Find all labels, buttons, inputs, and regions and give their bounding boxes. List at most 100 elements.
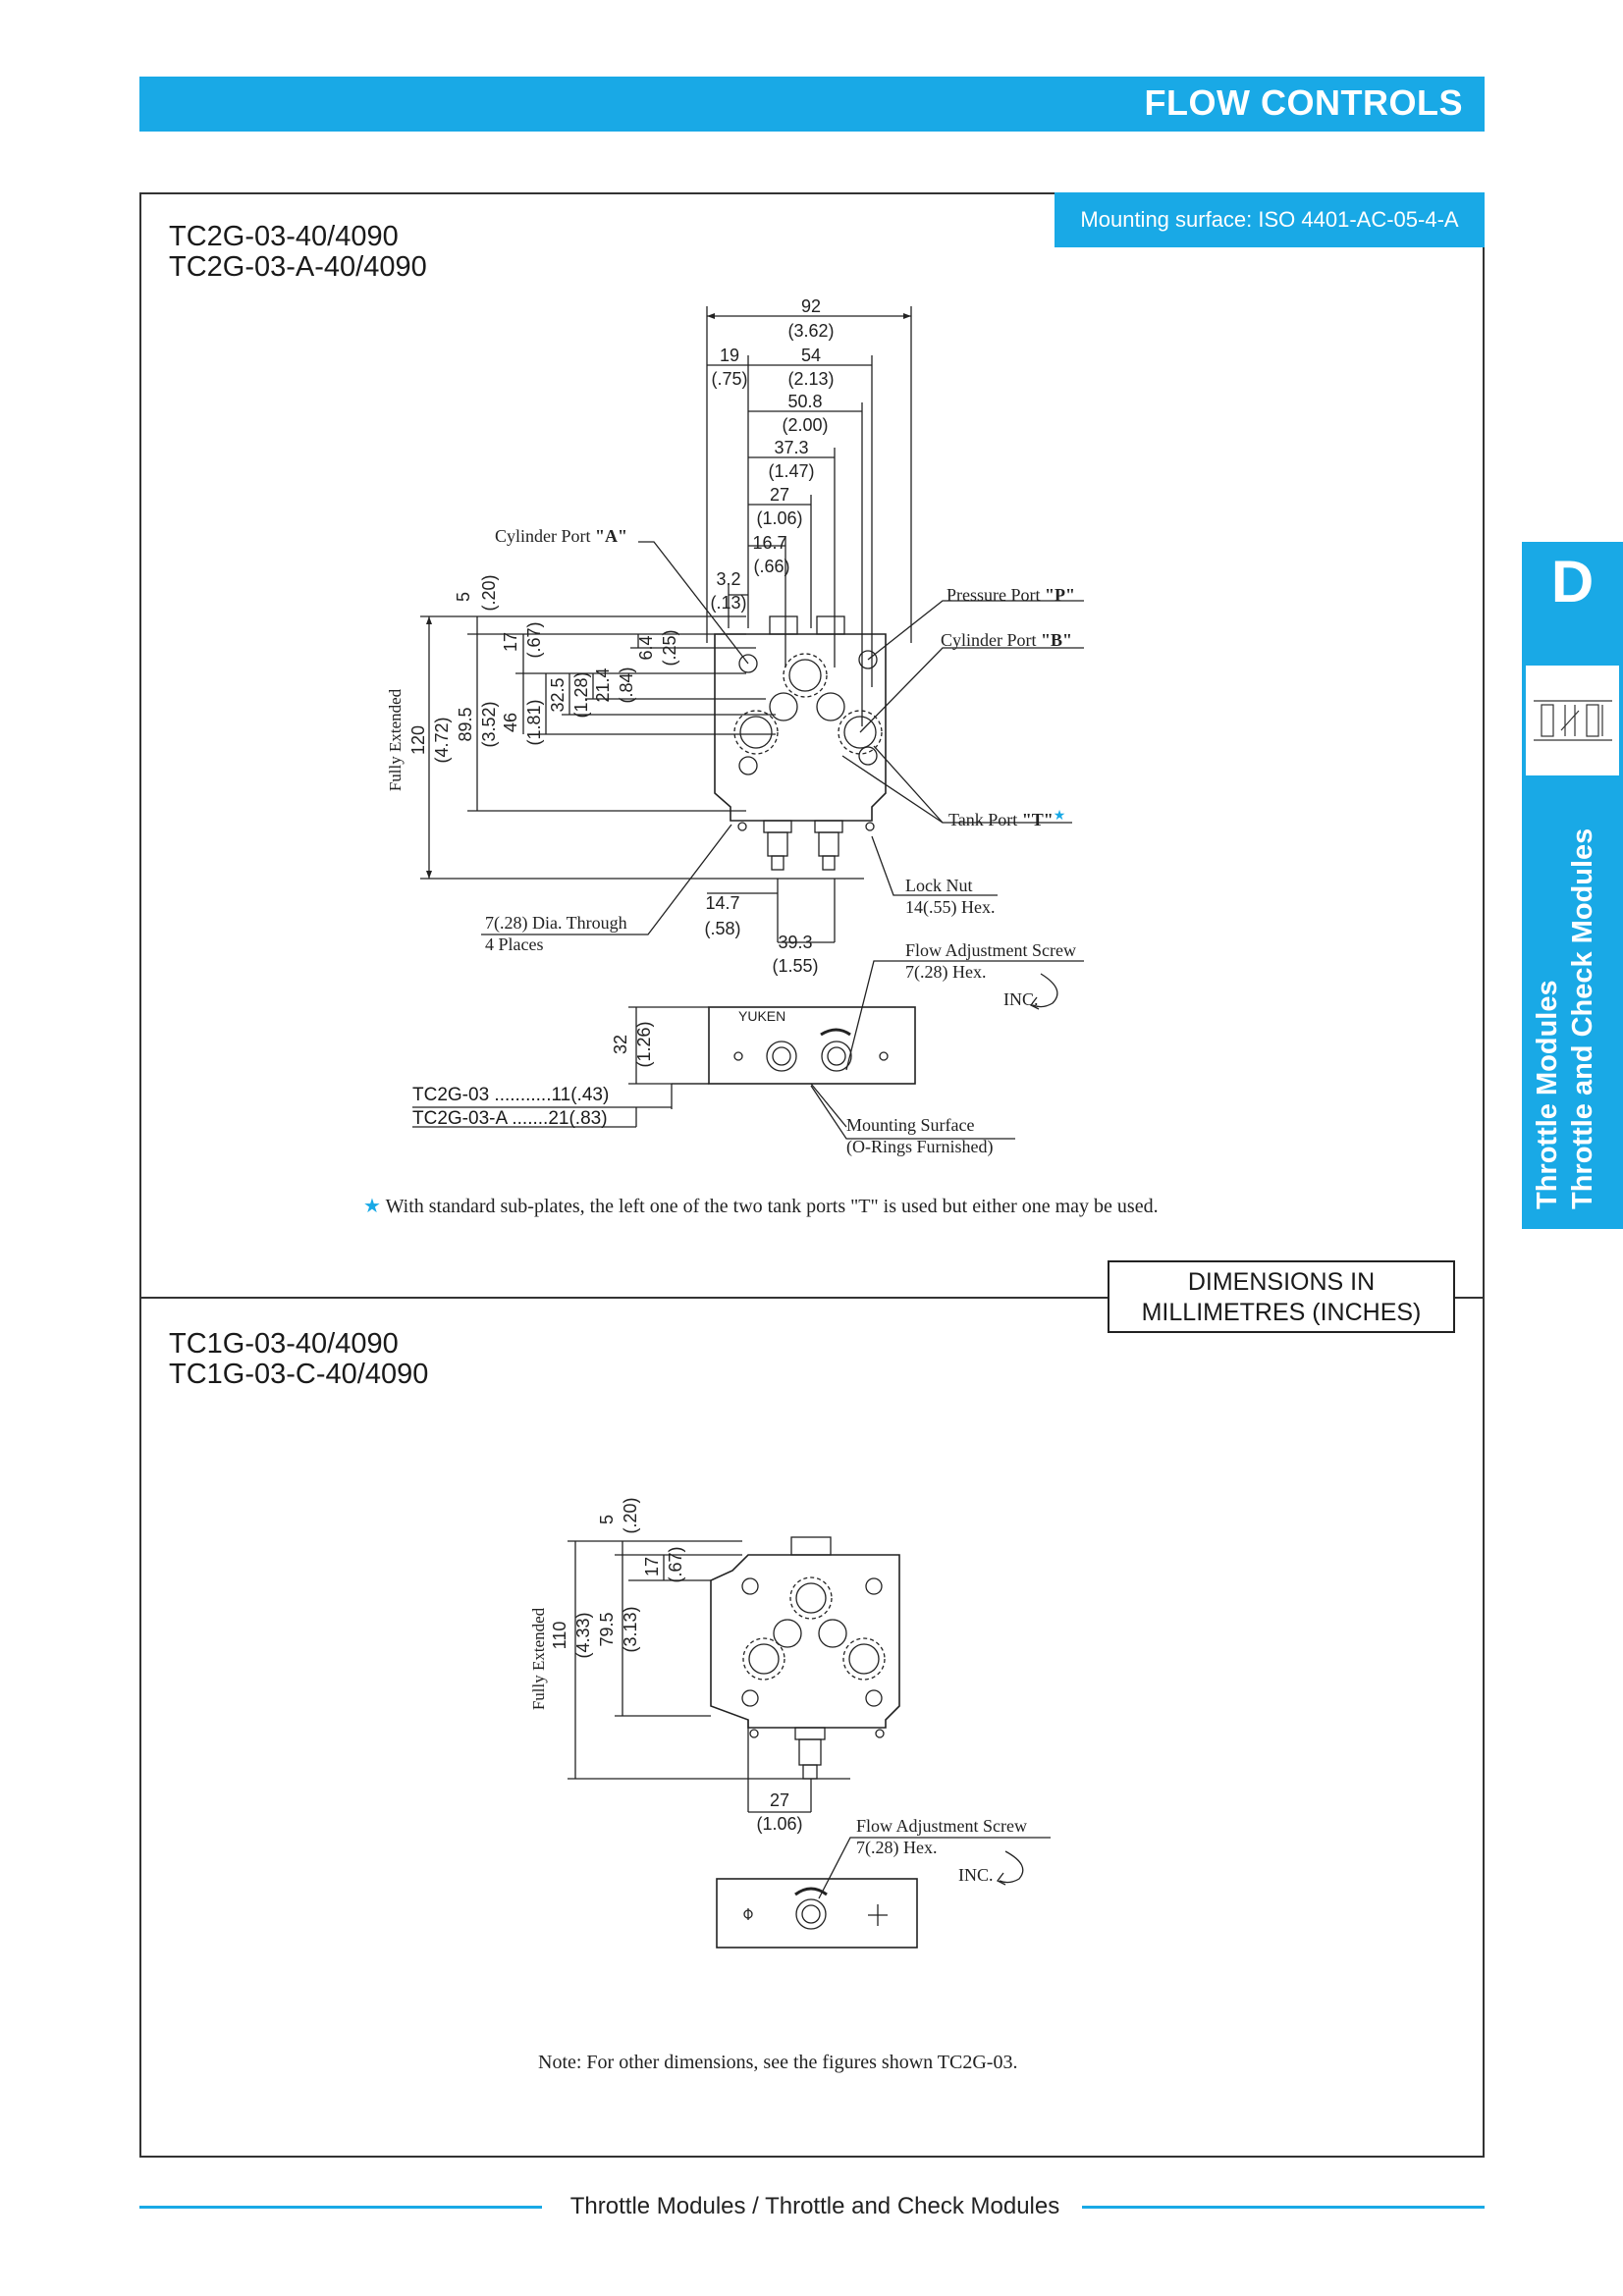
s2-dim-v79-5-in: (3.13)	[621, 1606, 640, 1652]
dim-39-3: 39.3	[778, 933, 812, 952]
variant-row-2: TC2G-03-A .......21(.83)	[412, 1108, 608, 1129]
lock-nut-label: Lock Nut	[905, 876, 972, 895]
dim-54-in: (2.13)	[787, 369, 834, 389]
tank-t-label: Tank Port	[948, 810, 1022, 829]
dim-v6-4-in: (.25)	[660, 629, 679, 666]
cyl-b-bold: "B"	[1041, 630, 1072, 650]
side-tab-letter: D	[1550, 549, 1595, 614]
dim-37-3-in: (1.47)	[768, 461, 814, 481]
s2-flow-screw-label: Flow Adjustment Screw	[856, 1816, 1027, 1836]
s2-inc-label: INC.	[958, 1865, 994, 1885]
dim-v6-4: 6.4	[636, 635, 656, 660]
press-p-bold: "P"	[1045, 585, 1075, 605]
s2-dim-v17-in: (.67)	[666, 1546, 685, 1582]
dim-v17: 17	[501, 632, 520, 652]
dim-v89-5: 89.5	[456, 707, 475, 741]
dim-v5: 5	[454, 592, 473, 602]
dim-50-8: 50.8	[787, 392, 822, 411]
variant-table: TC2G-03 ...........11(.43) TC2G-03-A ...…	[412, 1084, 609, 1131]
s2-dim-v110: 110	[550, 1622, 569, 1650]
cyl-a-bold: "A"	[595, 526, 627, 546]
dim-v17-in: (.67)	[524, 621, 544, 658]
dim-box-line1: DIMENSIONS IN	[1187, 1268, 1376, 1296]
star-icon: ★	[1054, 809, 1066, 824]
yuken-logo-text: YUKEN	[738, 1008, 785, 1024]
dim-19: 19	[720, 346, 739, 365]
dim-50-8-in: (2.00)	[782, 415, 828, 435]
side-tab-line2: Throttle and Check Modules	[1567, 828, 1598, 1209]
side-tab-line1: Throttle Modules	[1532, 980, 1563, 1209]
dim-v120-in: (4.72)	[432, 717, 452, 763]
press-p-label: Pressure Port	[947, 585, 1045, 605]
dim-39-3-in: (1.55)	[772, 956, 818, 976]
s2-dim-v110-in: (4.33)	[573, 1612, 593, 1658]
section2-note: Note: For other dimensions, see the figu…	[538, 2052, 1018, 2073]
s2-fully-extended: Fully Extended	[529, 1607, 548, 1710]
dim-v46: 46	[501, 713, 520, 732]
dim-16-7: 16.7	[752, 533, 786, 553]
footer-line-left	[139, 2206, 542, 2209]
header-title: FLOW CONTROLS	[1144, 82, 1463, 123]
mount-surface-label: Mounting Surface	[846, 1115, 974, 1135]
s2-dim-27: 27	[770, 1790, 789, 1810]
dim-27-in: (1.06)	[756, 508, 802, 528]
places-label: 4 Places	[485, 934, 543, 954]
dim-v89-5-in: (3.52)	[479, 701, 499, 747]
dim-3-2-in: (.13)	[710, 593, 746, 613]
star-note: ★ With standard sub-plates, the left one…	[363, 1194, 1159, 1218]
svg-text:Cylinder Port "B": Cylinder Port "B"	[941, 630, 1072, 650]
dim-19-in: (.75)	[711, 369, 747, 389]
dim-v5-in: (.20)	[479, 574, 499, 611]
footer-line-right	[1082, 2206, 1485, 2209]
lock-nut-size: 14(.55) Hex.	[905, 897, 995, 918]
dim-14-7-in: (.58)	[704, 919, 740, 938]
dimensions-units-box: DIMENSIONS IN MILLIMETRES (INCHES)	[1108, 1260, 1455, 1333]
header-bar: FLOW CONTROLS	[139, 77, 1485, 132]
dim-v32-5: 32.5	[548, 677, 568, 712]
dim-16-7-in: (.66)	[753, 557, 789, 576]
s2-dim-v79-5: 79.5	[597, 1612, 617, 1646]
dim-s32-in: (1.26)	[634, 1021, 654, 1067]
section1-model-names: TC2G-03-40/4090 TC2G-03-A-40/4090	[169, 222, 427, 283]
s2-dim-v5: 5	[597, 1515, 617, 1524]
dim-v46-in: (1.81)	[524, 699, 544, 745]
dim-v32-5-in: (1.28)	[571, 671, 591, 718]
s2-dim-27-in: (1.06)	[756, 1814, 802, 1834]
s2-dim-v17: 17	[642, 1557, 662, 1576]
section2-model-1: TC1G-03-40/4090	[169, 1328, 399, 1360]
s2-flow-screw-size: 7(.28) Hex.	[856, 1838, 937, 1858]
tank-t-bold: "T"	[1022, 810, 1054, 829]
dim-box-line2: MILLIMETRES (INCHES)	[1141, 1299, 1422, 1326]
section-divider	[139, 1297, 1485, 1299]
dim-54: 54	[801, 346, 821, 365]
fully-extended-label: Fully Extended	[386, 688, 405, 791]
dim-37-3: 37.3	[774, 438, 808, 457]
star-note-text: With standard sub-plates, the left one o…	[380, 1196, 1159, 1217]
section2-model-2: TC1G-03-C-40/4090	[169, 1359, 429, 1390]
content-frame	[139, 192, 1485, 2158]
o-rings-label: (O-Rings Furnished)	[846, 1137, 994, 1157]
mounting-surface-badge: Mounting surface: ISO 4401-AC-05-4-A	[1055, 192, 1485, 247]
dia-through-label: 7(.28) Dia. Through	[485, 913, 627, 934]
section1-model-1: TC2G-03-40/4090	[169, 221, 399, 252]
dim-v21-4: 21.4	[593, 667, 613, 702]
dim-14-7: 14.7	[705, 893, 739, 913]
svg-text:Pressure Port "P": Pressure Port "P"	[947, 585, 1075, 605]
dim-s32: 32	[611, 1035, 630, 1054]
svg-text:Cylinder Port "A": Cylinder Port "A"	[495, 526, 627, 546]
section1-model-2: TC2G-03-A-40/4090	[169, 251, 427, 283]
inc-label: INC.	[1003, 989, 1039, 1009]
variant-row-1: TC2G-03 ...........11(.43)	[412, 1085, 610, 1105]
cyl-b-label: Cylinder Port	[941, 630, 1041, 650]
dim-92: 92	[801, 296, 821, 316]
flow-screw-size: 7(.28) Hex.	[905, 962, 986, 983]
cyl-a-label: Cylinder Port	[495, 526, 595, 546]
dim-v21-4-in: (.84)	[617, 667, 636, 703]
valve-symbol-icon	[1526, 666, 1619, 775]
section2-model-names: TC1G-03-40/4090 TC1G-03-C-40/4090	[169, 1329, 428, 1390]
dim-3-2: 3.2	[716, 569, 740, 589]
svg-text:Tank Port "T"★: Tank Port "T"★	[948, 809, 1065, 829]
dim-v120: 120	[408, 725, 428, 755]
